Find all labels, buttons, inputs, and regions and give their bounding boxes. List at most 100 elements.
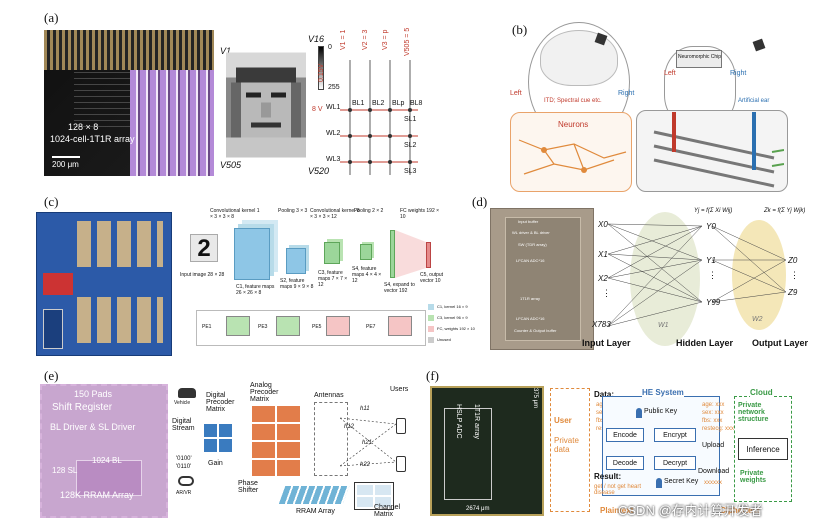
legend-c3: C3, kernel 96 × 9 (437, 315, 468, 320)
pixel-face-image (226, 52, 306, 158)
speaker-icon-2 (752, 38, 766, 52)
input-layer-label: Input Layer (582, 338, 631, 348)
panel-d: (d) Input buffer WL driver & BL driver S… (470, 192, 831, 360)
bl1-label: BL1 (352, 100, 365, 107)
driver-label: BL Driver & SL Driver (50, 422, 136, 432)
private-structure-label: Private network structure (738, 402, 769, 423)
digital-precoder-grid (204, 424, 232, 452)
legend: C1, kernel 16 × 9 C3, kernel 96 × 9 FC, … (428, 304, 475, 350)
v8-label: 8 V (312, 106, 323, 113)
panel-a-label: (a) (44, 10, 59, 25)
chip-block-5: 1T1R array (520, 296, 541, 301)
fc-weights-label: FC weights 192 × 10 (400, 208, 440, 220)
w2-label: W2 (752, 316, 763, 323)
pe5-block (326, 316, 350, 336)
colorbar-max: 255 (328, 84, 340, 91)
input-dots: ⋮ (602, 288, 611, 298)
result-text: get / not get heart disease (594, 484, 642, 496)
antennas-label: Antennas (314, 392, 344, 399)
neuromorphic-chip (676, 50, 722, 68)
public-key-icon (636, 408, 642, 418)
right-label-2: Right (730, 70, 747, 77)
hidden-y0: Y0 (706, 222, 716, 231)
panel-c: (c) 2 Input image 28 × 28 Convolutional … (0, 192, 475, 360)
array-subtitle: 1024-cell-1T1R array (50, 134, 135, 144)
input-x1: X1 (598, 250, 608, 259)
rram-label: RRAM Array (296, 508, 335, 515)
decrypt-button[interactable]: Decrypt (654, 456, 696, 470)
inference-button[interactable]: Inference (738, 438, 788, 460)
panel-e-label: (e) (44, 368, 59, 383)
encrypt-button[interactable]: Encrypt (654, 428, 696, 442)
bl-label: 1024 BL (92, 456, 122, 465)
colorbar (318, 46, 324, 90)
array-label: 128K RRAM Array (60, 490, 134, 500)
wl2-label: WL2 (326, 130, 341, 137)
panel-f: (f) HSLP ADC 1T1R array 375 μm 2674 μm U… (420, 362, 831, 522)
crossbar-circuit (340, 60, 418, 175)
s4-label: S4, feature maps 4 × 4 × 12 (352, 266, 382, 284)
arvr-icon (178, 476, 194, 486)
panel-c-label: (c) (44, 194, 59, 209)
pe1-block (226, 316, 250, 336)
chip-block-1: Input buffer (518, 219, 539, 224)
h11-label: h11 (360, 406, 370, 412)
c1-feature-maps (234, 228, 270, 280)
pe7-label: PE7 (366, 324, 376, 330)
public-key-label: Public Key (644, 408, 678, 415)
conv-kernel2-label: Convolutional kernel 8 × 3 × 3 × 12 (310, 208, 360, 220)
sl1-label: SL1 (404, 116, 417, 123)
legend-swatch-c3 (428, 315, 434, 321)
array-micrograph (44, 30, 214, 176)
decode-button[interactable]: Decode (606, 456, 644, 470)
rram-array-illustration (278, 486, 350, 504)
pooling1-label: Pooling 3 × 3 (278, 208, 308, 214)
stream-label: Digital Stream (172, 418, 195, 432)
c1-label: C1, feature maps 26 × 26 × 8 (236, 284, 275, 296)
line-label-1: V1 = 1 (340, 29, 347, 50)
data-sex: sex: (596, 410, 607, 416)
c5-label: C5, output vector 10 (420, 272, 444, 284)
neuron-illustration (518, 139, 627, 175)
pe7-block (388, 316, 412, 336)
chip-block-2: WL driver & BL driver (512, 230, 550, 235)
pe1-label: PE1 (202, 324, 212, 330)
pe-row (196, 310, 426, 346)
input-x783: X783 (592, 320, 611, 329)
channel-lines (340, 417, 397, 467)
s4-feature-maps (360, 244, 372, 260)
output-z0: Z0 (788, 256, 798, 265)
enc-age: age: xxx (702, 402, 725, 408)
h22-label: h22 (360, 462, 371, 468)
xxx-label: xxxxxx (704, 480, 722, 486)
legend-unused: Unused (437, 337, 451, 342)
analog-precoder-label: Analog Precoder Matrix (250, 382, 279, 403)
he-system-label: HE System (642, 388, 684, 397)
legend-fc: FC, weights 192 × 10 (437, 326, 475, 331)
data-age: age: (596, 402, 608, 408)
pe5-label: PE5 (312, 324, 322, 330)
legend-swatch-fc (428, 326, 434, 332)
plaintext-label: Plaintext (600, 506, 634, 515)
pe3-block (276, 316, 300, 336)
pcb-board (36, 212, 172, 356)
v1-label: V1 (220, 46, 232, 56)
vehicle-icon (178, 388, 196, 398)
rram-array-block (76, 460, 142, 496)
bits-1: '0100' (176, 456, 192, 462)
input-x2: X2 (598, 274, 608, 283)
legend-swatch-c1 (428, 304, 434, 310)
bits-2: '0110' (176, 464, 192, 470)
phase-shifter-label: Phase Shifter (238, 480, 259, 494)
c3-label: C3, feature maps 7 × 7 × 12 (318, 270, 348, 288)
w2-ellipse (732, 220, 786, 330)
user-phone-1 (396, 418, 406, 434)
conv-kernel1-label: Convolutional kernel 1 × 3 × 3 × 8 (210, 208, 260, 220)
gain-label: Gain (208, 460, 223, 467)
analog-precoder-grid (252, 406, 300, 476)
v16-label: V16 (308, 34, 325, 44)
encode-button[interactable]: Encode (606, 428, 644, 442)
neurons-label: Neurons (558, 120, 589, 129)
hidden-dots: ⋮ (708, 270, 717, 280)
equation-2: Zk = f(Σ Yj Wjk) (764, 208, 806, 214)
